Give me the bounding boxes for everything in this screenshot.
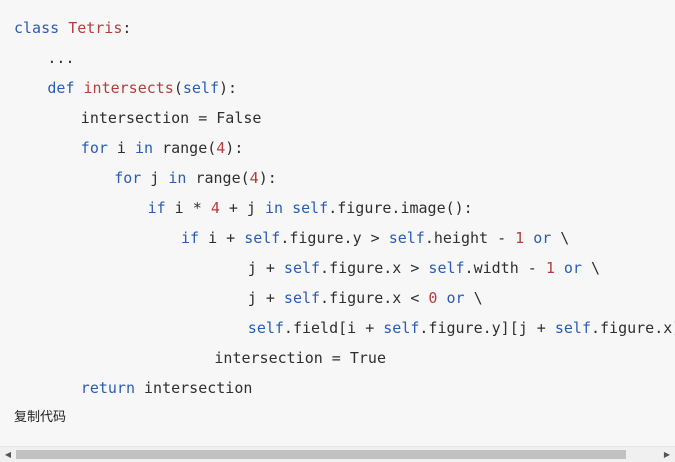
code-token: or [533,229,552,247]
code-token: self [182,79,219,97]
code-token: i + [199,229,245,247]
code-token: self [428,259,465,277]
scroll-left-arrow-icon[interactable]: ◀ [4,450,12,459]
horizontal-scrollbar[interactable]: ◀ ▶ [0,446,675,462]
code-token: class [14,19,60,37]
code-line: class Tetris: [14,16,131,40]
code-token [74,79,83,97]
code-token: intersection = False [80,109,262,127]
code-token: or [563,259,582,277]
code-token: .figure.x < [320,289,429,307]
code-line: for i in range(4): [81,136,244,160]
code-token: + j [219,199,265,217]
code-token: j [141,169,169,187]
code-token: i [107,139,135,157]
code-token: self [554,319,591,337]
scrollbar-thumb[interactable] [16,450,626,459]
code-token: .field[i + [283,319,384,337]
code-token: ... [47,49,75,67]
code-token [555,259,564,277]
code-token: 4 [210,199,220,217]
code-token: for [80,139,108,157]
code-token: ): [225,139,244,157]
code-token: .figure.x] > [590,319,675,337]
code-token: ): [218,79,238,97]
code-token: return [80,379,135,397]
code-line: j + self.figure.x > self.width - 1 or \ [248,256,600,280]
code-token: self [283,259,321,277]
code-token: j + [247,259,284,277]
code-token: self [383,319,420,337]
code-line: self.field[i + self.figure.y][j + self.f… [248,316,675,340]
code-line: if i + self.figure.y > self.height - 1 o… [181,226,569,250]
code-token: 4 [249,169,259,187]
code-token: j + [247,289,284,307]
code-token: i * [165,199,211,217]
code-line: return intersection [81,376,253,400]
code-token: self [244,229,281,247]
code-token [524,229,533,247]
code-token: range( [186,169,250,187]
code-token: : [122,19,132,37]
code-token: or [446,289,465,307]
code-token: Tetris [68,19,123,37]
code-token: intersection = True [214,349,386,367]
code-token: self [283,289,321,307]
code-token: .figure.y][j + [419,319,555,337]
code-token: ): [258,169,277,187]
code-line: intersection = True [214,346,386,370]
code-token: 1 [545,259,555,277]
code-token: in [265,199,284,217]
code-token: self [388,229,425,247]
code-line: def intersects(self): [47,76,237,100]
code-token: if [181,229,200,247]
code-line: if i * 4 + j in self.figure.image(): [148,196,473,220]
code-token: \ [464,289,483,307]
code-token: range( [153,139,217,157]
code-token: in [168,169,187,187]
code-token: if [147,199,166,217]
code-token [283,199,292,217]
code-token: in [134,139,154,157]
code-token: .figure.x > [320,259,429,277]
code-token: \ [551,229,570,247]
code-token: self [292,199,329,217]
code-token: def [47,79,75,97]
code-block: class Tetris:...def intersects(self):int… [14,16,675,406]
code-token: 0 [428,289,438,307]
code-token: 4 [216,139,226,157]
code-token: .width - [464,259,546,277]
code-line: ... [47,46,74,70]
copy-code-button[interactable]: 复制代码 [14,410,67,425]
code-token: .figure.y > [280,229,389,247]
code-token: self [247,319,284,337]
code-line: for j in range(4): [114,166,277,190]
code-token: ( [173,79,183,97]
code-token [59,19,68,37]
code-line: j + self.figure.x < 0 or \ [248,286,483,310]
code-line: intersection = False [81,106,262,130]
code-token: intersects [83,79,174,97]
code-token: .height - [424,229,516,247]
code-token: 1 [515,229,525,247]
code-token: intersection [134,379,253,397]
code-token: for [114,169,142,187]
scroll-right-arrow-icon[interactable]: ▶ [663,450,671,459]
code-token: \ [581,259,601,277]
code-token: .figure.image(): [328,199,473,217]
